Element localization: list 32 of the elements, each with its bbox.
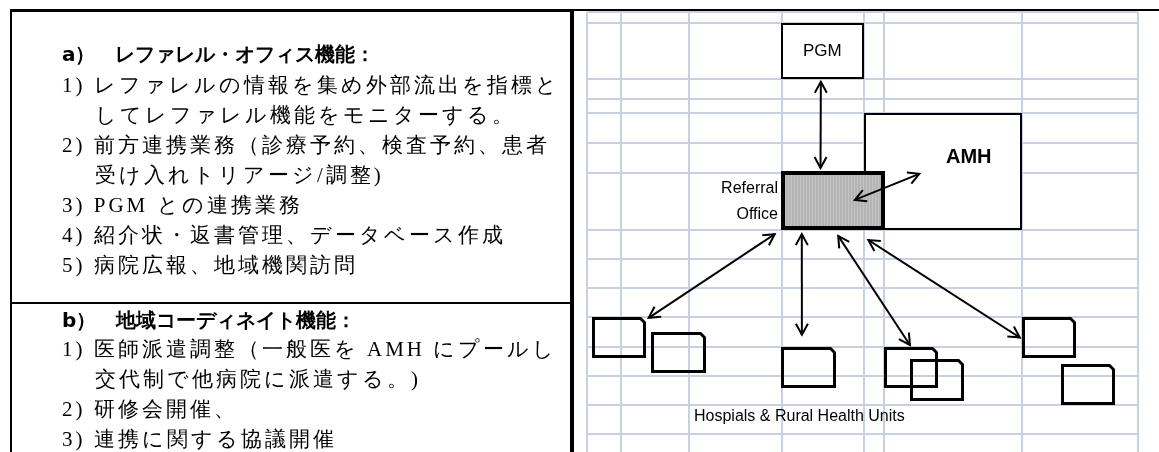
arrow <box>837 234 911 346</box>
section-heading: a） レファレル・オフィス機能： <box>62 41 376 68</box>
list-item: 1) レファレルの情報を集め外部流出を指標としてレファレル機能をモニターする。 <box>62 72 561 129</box>
arrow <box>813 80 828 170</box>
list-item: 3) PGM との連携業務 <box>62 192 304 219</box>
box-label: AMH <box>946 145 992 168</box>
hospital-box <box>884 347 938 388</box>
arrow <box>647 233 776 319</box>
section-heading: b） 地域コーディネイト機能： <box>62 307 357 334</box>
hospital-box <box>910 359 964 401</box>
office-label: Referral Office <box>720 178 778 224</box>
box-label: PGM <box>803 41 842 61</box>
arrow <box>867 239 1021 339</box>
hospital-box <box>781 347 836 388</box>
hospital-box <box>1061 364 1115 405</box>
list-item: 4) 紹介状・返書管理、データベース作成 <box>62 222 507 249</box>
list-item: 1) 医師派遣調整（一般医を AMH にプールし交代制で他病院に派遣する。) <box>62 336 559 393</box>
box <box>781 23 864 79</box>
caption-text: Hospials & Rural Health Units <box>694 407 905 425</box>
list-item: 2) 研修会開催、 <box>62 396 239 423</box>
hospital-box <box>1022 317 1076 358</box>
arrow <box>853 171 921 203</box>
arrow <box>794 233 809 336</box>
list-item: 3) 連携に関する協議開催 <box>62 426 338 452</box>
hospital-box <box>651 332 706 373</box>
office-box <box>781 171 885 230</box>
list-item: 2) 前方連携業務（診療予約、検査予約、患者受け入れトリアージ/調整) <box>62 132 551 189</box>
section-box <box>10 302 572 452</box>
list-item: 5) 病院広報、地域機関訪問 <box>62 252 359 279</box>
hospital-box <box>592 317 646 358</box>
section-box <box>10 10 572 304</box>
box <box>864 113 1022 230</box>
